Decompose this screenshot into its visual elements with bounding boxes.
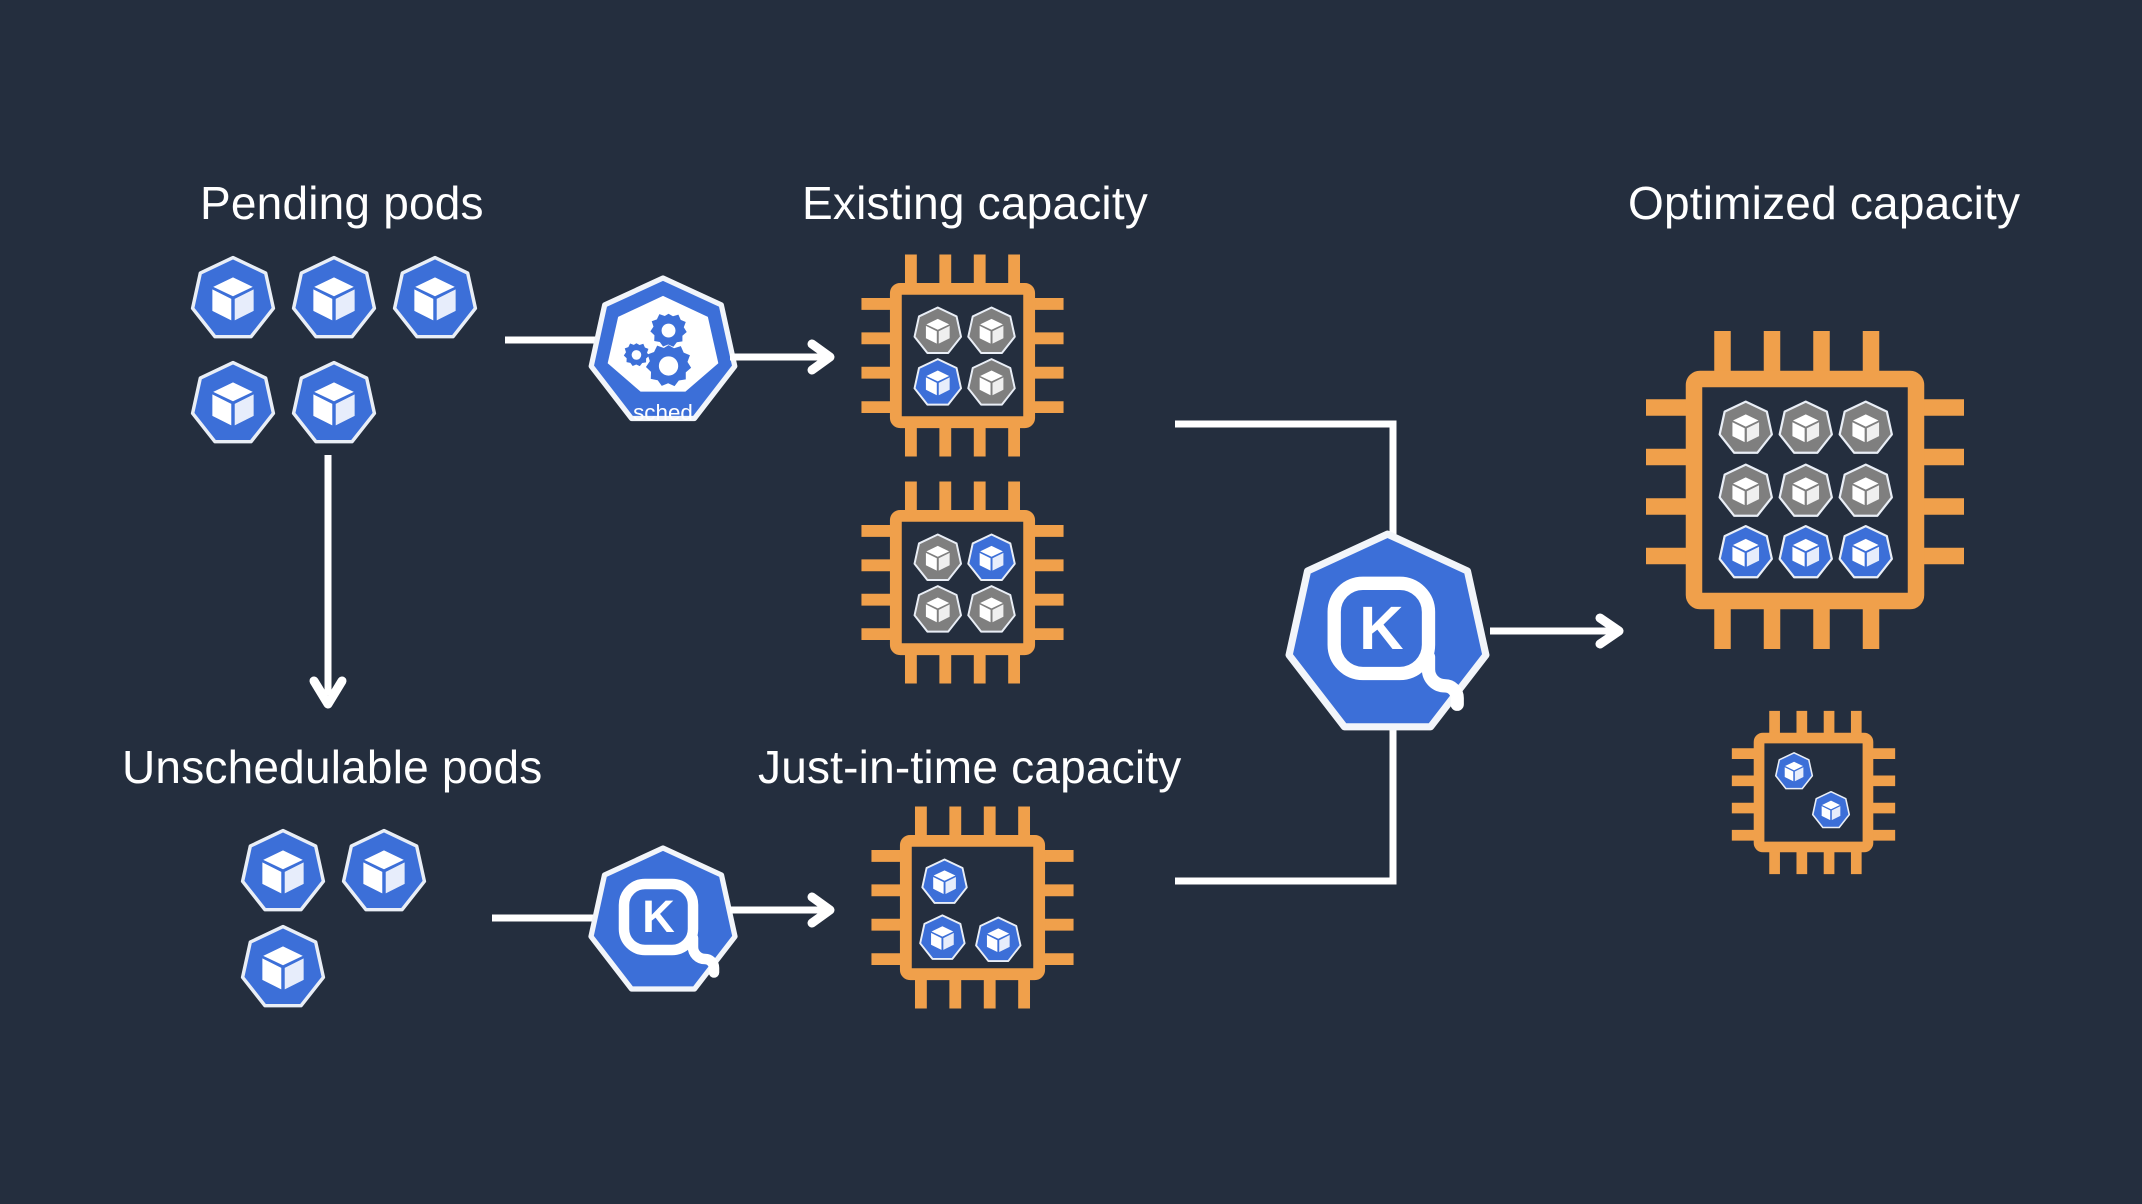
- pod-item[interactable]: [967, 306, 1016, 355]
- pod-item[interactable]: [190, 360, 276, 444]
- connector-karpenter-to-optimized: [1490, 613, 1630, 649]
- cpu-existing-node-1[interactable]: [855, 248, 1070, 463]
- pod-item[interactable]: [1838, 463, 1893, 517]
- connector-scheduler-to-existing: [730, 339, 840, 375]
- cpu-jit-node-1[interactable]: [865, 800, 1080, 1015]
- cpu-optimized-node-large[interactable]: [1640, 325, 1970, 655]
- arrowhead-icon: [309, 676, 347, 709]
- pod-group-unschedulable-pods: [240, 828, 450, 1028]
- pod-item[interactable]: [967, 533, 1016, 582]
- arrowhead-icon: [1595, 613, 1624, 649]
- pod-item[interactable]: [913, 533, 963, 582]
- cpu-die-outline: [1753, 732, 1874, 853]
- cpu-die-outline: [889, 282, 1036, 429]
- karpenter-k-icon: [618, 878, 720, 978]
- cpu-die-outline: [1685, 370, 1925, 610]
- pod-item[interactable]: [1778, 463, 1833, 517]
- karpenter-k-icon: [1327, 576, 1464, 711]
- pod-item[interactable]: [341, 828, 427, 912]
- pod-item[interactable]: [1718, 463, 1773, 517]
- pod-item[interactable]: [913, 585, 963, 633]
- arrowhead-icon: [807, 339, 835, 375]
- connector-unschedulable-to-karpenter: [492, 908, 612, 928]
- node-karpenter-center[interactable]: K: [1285, 530, 1490, 735]
- karpenter-caption: K: [642, 891, 675, 942]
- pod-item[interactable]: [1775, 752, 1814, 790]
- arrowhead-icon: [807, 892, 835, 928]
- pod-group-pending-pods: [190, 255, 478, 455]
- pod-item[interactable]: [1838, 400, 1893, 454]
- karpenter-caption: K: [1359, 594, 1403, 663]
- pod-item[interactable]: [240, 828, 326, 912]
- pod-item[interactable]: [291, 360, 377, 444]
- scheduler-caption: sched: [633, 400, 693, 425]
- pod-item[interactable]: [1838, 525, 1893, 579]
- connector-karpenter-to-jit: [730, 892, 840, 928]
- connector-jit-to-karpenter-bracket: [1175, 720, 1415, 885]
- pod-item[interactable]: [291, 255, 377, 339]
- cpu-die-outline: [899, 834, 1046, 981]
- pod-item[interactable]: [967, 585, 1016, 633]
- pod-item[interactable]: [921, 858, 968, 904]
- pod-item[interactable]: [919, 914, 966, 960]
- label-just-in-time-capacity: Just-in-time capacity: [758, 741, 1182, 793]
- pod-item[interactable]: [913, 358, 963, 406]
- pod-item[interactable]: [975, 916, 1022, 962]
- pod-item[interactable]: [1778, 525, 1833, 579]
- label-existing-capacity: Existing capacity: [802, 177, 1148, 229]
- node-scheduler[interactable]: sched: [588, 275, 738, 435]
- cpu-optimized-node-small[interactable]: [1726, 705, 1901, 880]
- node-karpenter-bottom[interactable]: K: [588, 845, 738, 995]
- pod-item[interactable]: [1718, 400, 1773, 454]
- label-pending-pods: Pending pods: [200, 177, 484, 229]
- connector-pending-to-unschedulable: [308, 455, 348, 715]
- pod-item[interactable]: [913, 306, 963, 355]
- pod-item[interactable]: [1778, 400, 1833, 454]
- pod-item[interactable]: [240, 924, 326, 1008]
- pod-item[interactable]: [967, 358, 1016, 406]
- pod-item[interactable]: [190, 255, 276, 339]
- label-optimized-capacity: Optimized capacity: [1628, 177, 2021, 229]
- label-unschedulable-pods: Unschedulable pods: [122, 741, 543, 793]
- cpu-existing-node-2[interactable]: [855, 475, 1070, 690]
- pod-item[interactable]: [1718, 525, 1773, 579]
- pod-item[interactable]: [1811, 790, 1851, 829]
- cpu-die-outline: [889, 509, 1036, 656]
- pod-item[interactable]: [392, 255, 478, 339]
